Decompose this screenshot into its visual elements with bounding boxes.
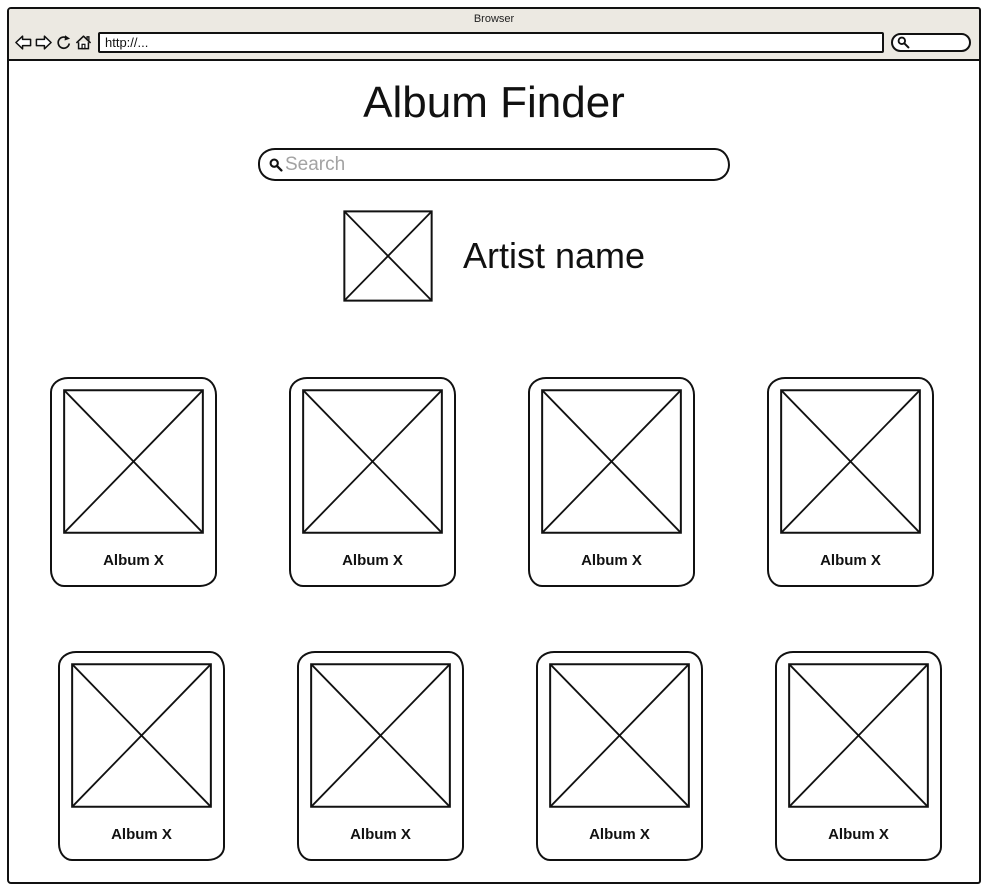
album-card[interactable]: Album X: [528, 377, 695, 587]
album-image-placeholder: [540, 388, 683, 535]
album-card[interactable]: Album X: [775, 651, 942, 861]
album-card[interactable]: Album X: [297, 651, 464, 861]
album-label: Album X: [828, 825, 889, 843]
window-titlebar: Browser: [9, 9, 979, 29]
album-image-placeholder: [301, 388, 444, 535]
browser-window: Browser: [7, 7, 981, 884]
album-image-placeholder: [70, 662, 213, 809]
album-image-placeholder: [62, 388, 205, 535]
album-card[interactable]: Album X: [50, 377, 217, 587]
browser-toolbar: [9, 29, 979, 61]
album-card[interactable]: Album X: [58, 651, 225, 861]
page-title: Album Finder: [363, 78, 625, 127]
album-label: Album X: [342, 551, 403, 569]
url-input[interactable]: [98, 31, 884, 53]
album-label: Album X: [589, 825, 650, 843]
album-row-2: Album X Album X: [9, 651, 979, 861]
album-row-1: Album X Album X: [9, 377, 979, 587]
album-label: Album X: [581, 551, 642, 569]
browser-quick-search[interactable]: [891, 32, 971, 52]
album-image-placeholder: [548, 662, 691, 809]
artist-name: Artist name: [462, 235, 646, 276]
album-image-placeholder: [309, 662, 452, 809]
album-label: Album X: [103, 551, 164, 569]
album-card[interactable]: Album X: [767, 377, 934, 587]
back-icon[interactable]: [15, 34, 32, 51]
window-title: Browser: [473, 13, 515, 25]
album-card[interactable]: Album X: [289, 377, 456, 587]
album-image-placeholder: [787, 662, 930, 809]
album-search-input[interactable]: [285, 153, 718, 176]
search-icon: [897, 36, 910, 48]
album-card[interactable]: Album X: [536, 651, 703, 861]
album-label: Album X: [111, 825, 172, 843]
album-search-field[interactable]: [258, 148, 730, 181]
artist-image-placeholder: [343, 210, 433, 302]
forward-icon[interactable]: [35, 34, 52, 51]
album-image-placeholder: [779, 388, 922, 535]
home-icon[interactable]: [75, 34, 92, 51]
search-icon: [269, 158, 283, 172]
album-label: Album X: [820, 551, 881, 569]
artist-section: Artist name: [9, 210, 979, 302]
page-content: Album Finder Artist name: [9, 61, 979, 880]
album-label: Album X: [350, 825, 411, 843]
refresh-icon[interactable]: [55, 34, 72, 51]
